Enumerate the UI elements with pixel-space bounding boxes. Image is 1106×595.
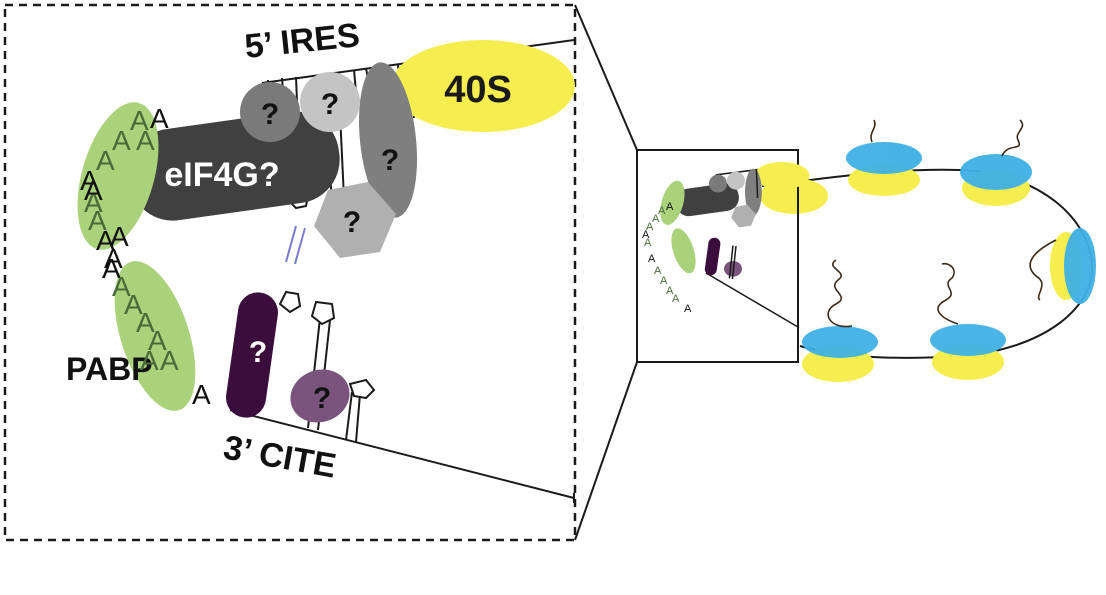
unknown-factor-label: ? [343, 206, 361, 239]
poly-a-letter: A [84, 187, 103, 218]
poly-a-letter: A [150, 103, 169, 134]
unknown-factor-label: ? [261, 98, 279, 131]
unknown-factor-light-circle [300, 72, 360, 132]
poly-a-letter: A [110, 221, 129, 252]
cite-label: 3’ CITE [221, 428, 339, 485]
ires-binding-protein-tall [358, 62, 418, 218]
poly-a-letter: A [140, 345, 159, 376]
zoom-panel-frame [3, 3, 577, 542]
mini-complex [660, 162, 810, 329]
poly-a-letter: A [104, 243, 123, 274]
poly-a-letter: A [112, 125, 131, 156]
poly-a-letter: A [112, 271, 131, 302]
mini-poly-a-letter: A [648, 253, 656, 265]
poly-a-letter: A [192, 379, 211, 410]
poly-a-letter: A [80, 165, 99, 196]
poly-a-letter: A [148, 325, 167, 356]
zoom-connectors [574, 4, 638, 541]
ribosome-40s [391, 40, 575, 132]
mini-poly-a-letter: A [652, 213, 660, 225]
poly-a-binding-protein-upper [77, 102, 159, 250]
unknown-factor-dark-circle [240, 82, 300, 142]
mini-poly-a-letter: A [672, 293, 680, 305]
poly-a-letter: A [136, 307, 155, 338]
eif4g-protein [128, 111, 340, 221]
unknown-factor-label: ? [381, 144, 399, 177]
mini-poly-a-letter: A [642, 229, 650, 241]
mini-poly-a-letter: A [666, 201, 674, 213]
unknown-factor-label: ? [313, 382, 331, 415]
ribosome-40s-label: 40S [444, 69, 512, 111]
mini-poly-a-letter: A [684, 303, 692, 315]
pabp-protein [114, 261, 196, 411]
unknown-factor-hexagon [314, 182, 396, 258]
zoom-panel: 40S ? eIF4G? ? ? ? PABP AAAAAAAAAAAAAAAA… [3, 3, 577, 542]
unknown-factor-label: ? [321, 88, 339, 121]
ires-label: 5’ IRES [243, 16, 362, 66]
kissing-loop-interaction [285, 225, 306, 265]
overview-zoom-box [636, 149, 799, 363]
cite-binding-protein-purple [290, 369, 350, 423]
poly-a-letter: A [160, 345, 179, 376]
mini-poly-a-letter: A [658, 205, 666, 217]
poly-a-letter: A [96, 145, 115, 176]
mini-poly-a-letter: A [644, 237, 652, 249]
pabp-label: PABP [66, 351, 153, 387]
cite-stem-loops [278, 290, 376, 443]
mini-poly-a-letter: A [666, 285, 674, 297]
eif4g-label: eIF4G? [164, 156, 279, 194]
poly-a-letter: A [84, 175, 103, 206]
poly-a-letter: A [96, 225, 115, 256]
mini-poly-a-letter: A [646, 221, 654, 233]
poly-a-letter: A [124, 289, 143, 320]
poly-a-letter: A [136, 125, 155, 156]
unknown-factor-label: ? [249, 336, 267, 369]
poly-a-letter: A [130, 105, 149, 136]
cite-binding-protein-dark [226, 292, 278, 418]
rna-3prime-strand [229, 409, 575, 499]
poly-a-letter: A [102, 253, 121, 284]
poly-a-letter: A [88, 205, 107, 236]
mini-poly-a-letter: A [654, 265, 662, 277]
ribosome-large-subunit [802, 142, 1096, 358]
nascent-peptide [827, 119, 1057, 328]
mini-poly-a-letter: A [660, 275, 668, 287]
